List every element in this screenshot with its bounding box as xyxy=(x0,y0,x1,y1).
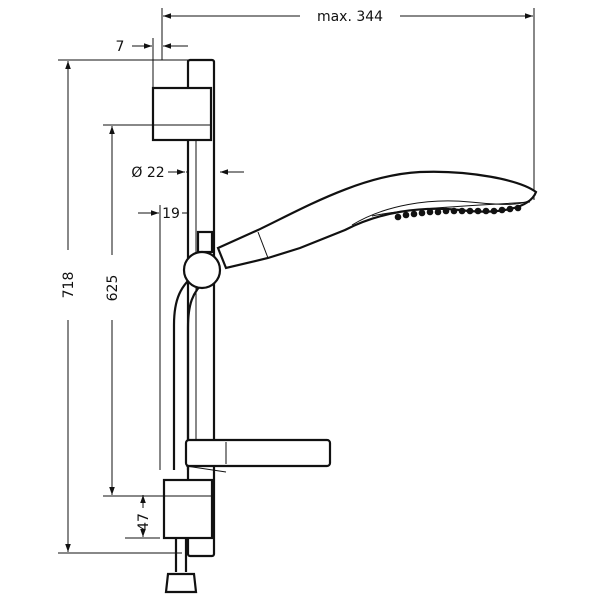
shower-rail-bar xyxy=(186,58,216,558)
slider-offset-label: 19 xyxy=(162,206,180,222)
overall-reach-label: max. 344 xyxy=(317,9,383,25)
bottom-wall-bracket xyxy=(162,478,214,540)
shower-nozzle-row xyxy=(394,204,522,221)
top-wall-bracket xyxy=(151,86,213,142)
dimension-bottom-offset: 47 xyxy=(125,495,160,539)
dimension-bar-diameter: Ø 22 xyxy=(131,165,244,181)
total-height-label: 718 xyxy=(61,272,77,299)
bottom-offset-label: 47 xyxy=(136,513,152,531)
hose-connector xyxy=(164,538,198,594)
shelf-tray xyxy=(184,438,332,473)
dimension-overall-reach: max. 344 xyxy=(161,8,535,200)
bar-diameter-label: Ø 22 xyxy=(131,165,164,181)
wall-offset-label: 7 xyxy=(116,39,125,55)
bracket-spacing-label: 625 xyxy=(105,275,121,302)
hand-shower-head xyxy=(216,170,538,270)
shower-slider xyxy=(182,230,222,290)
dimension-wall-offset: 7 xyxy=(116,38,188,92)
dimension-bracket-spacing: 625 xyxy=(103,124,170,497)
dimension-total-height: 718 xyxy=(58,59,188,554)
